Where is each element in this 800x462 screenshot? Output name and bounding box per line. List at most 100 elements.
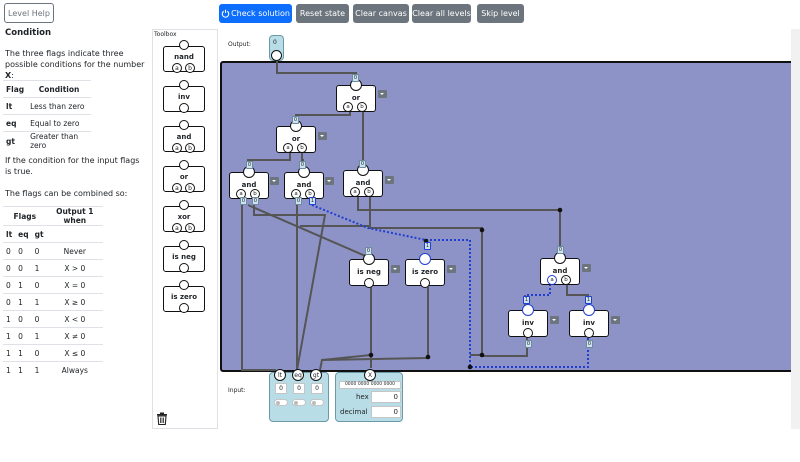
caret-down-icon[interactable] — [378, 90, 387, 98]
caret-down-icon[interactable] — [385, 176, 394, 184]
input-pin[interactable] — [364, 278, 374, 288]
condition-cell: Equal to zero — [27, 114, 91, 132]
caret-down-icon[interactable] — [550, 316, 559, 324]
lt-toggle[interactable] — [274, 399, 288, 406]
output-pin[interactable] — [179, 120, 189, 130]
input-pin[interactable] — [179, 103, 189, 113]
gate-output-pin[interactable] — [522, 304, 534, 316]
gate-is-zero[interactable]: is zero — [405, 253, 445, 288]
input-pin-b[interactable]: b — [364, 187, 374, 197]
gate-label: and — [552, 267, 568, 275]
output-pin[interactable] — [179, 40, 189, 50]
wire-value-badge: 0 — [295, 197, 302, 205]
level-help-button[interactable]: Level Help — [4, 3, 54, 23]
output-pin[interactable] — [179, 280, 189, 290]
output-pin[interactable] — [179, 160, 189, 170]
input-pin-a[interactable]: a — [350, 187, 360, 197]
gate-or[interactable]: or ' a b — [336, 79, 376, 112]
output-pin[interactable] — [179, 80, 189, 90]
caret-down-icon[interactable] — [611, 316, 620, 324]
gt-output-pin[interactable]: gt — [310, 369, 322, 381]
hex-input[interactable]: 0 — [371, 391, 401, 403]
clear-canvas-button[interactable]: Clear canvas — [353, 4, 409, 23]
reset-state-button[interactable]: Reset state — [296, 4, 349, 23]
input-pin-b[interactable]: b — [185, 183, 195, 193]
input-pin-a[interactable]: a — [172, 143, 182, 153]
toolbox-or-gate[interactable]: or a b — [163, 160, 205, 193]
skip-level-button[interactable]: Skip level — [477, 4, 524, 23]
toolbox-is-zero-gate[interactable]: is zero — [163, 280, 205, 313]
cell: 1 — [3, 344, 16, 362]
input-pin-a[interactable]: a — [172, 63, 182, 73]
input-pin[interactable] — [420, 278, 430, 288]
input-pin-b[interactable]: b — [297, 143, 307, 153]
gate-and[interactable]: and a b — [540, 252, 580, 285]
check-solution-button[interactable]: Check solution — [219, 4, 292, 23]
gate-label: or — [179, 173, 189, 181]
eq-output-pin[interactable]: eq — [292, 369, 304, 381]
flags-input-block: lt eq gt 0 0 0 — [269, 369, 329, 422]
input-pin[interactable] — [584, 328, 594, 338]
help-intro-var: X — [5, 71, 12, 80]
gate-and[interactable]: and a b — [229, 166, 269, 199]
decimal-label: decimal — [340, 408, 368, 416]
output-pin[interactable] — [179, 240, 189, 250]
cell: X ≠ 0 — [46, 327, 103, 345]
caret-down-icon[interactable] — [318, 132, 327, 140]
gate-inv[interactable]: inv — [569, 304, 609, 338]
decimal-input[interactable]: 0 — [371, 406, 401, 418]
input-pin-b[interactable]: b — [561, 275, 571, 285]
trash-icon[interactable] — [156, 412, 168, 425]
gate-inv[interactable]: inv — [508, 304, 548, 338]
input-pin-b[interactable]: b — [185, 63, 195, 73]
gt-toggle[interactable] — [310, 399, 324, 406]
vertical-scrollbar[interactable] — [791, 29, 800, 429]
wire-value-badge: 1 — [523, 296, 530, 304]
input-pin-a[interactable]: a — [172, 223, 182, 233]
x-output-pin[interactable]: X — [364, 369, 376, 381]
input-pin[interactable] — [179, 263, 189, 273]
gate-and[interactable]: and a b — [343, 164, 383, 197]
input-pin-a[interactable]: a — [547, 275, 557, 285]
input-pin-a[interactable]: a — [283, 143, 293, 153]
gate-label: or — [291, 135, 301, 143]
input-pin-b[interactable]: b — [357, 102, 367, 112]
input-pin-b[interactable]: b — [185, 143, 195, 153]
x-bits-display[interactable]: 0000 0000 0000 0000 — [339, 381, 401, 389]
wire-value-badge: 0 — [292, 116, 299, 124]
gate-output-pin[interactable] — [419, 253, 431, 265]
caret-down-icon[interactable] — [325, 177, 334, 185]
gate-is-neg[interactable]: is neg — [349, 253, 389, 288]
caret-down-icon[interactable] — [270, 177, 279, 185]
wire-value-badge: 0 — [359, 160, 366, 168]
output-block: 0 — [269, 35, 284, 61]
toolbox-inv-gate[interactable]: inv — [163, 80, 205, 113]
gate-output-pin[interactable] — [583, 304, 595, 316]
gate-and[interactable]: and a b — [284, 166, 324, 199]
gate-label: is zero — [170, 293, 198, 301]
output-pin[interactable] — [179, 200, 189, 210]
input-pin-b[interactable]: b — [185, 223, 195, 233]
caret-down-icon[interactable] — [447, 265, 456, 273]
output-input-pin[interactable] — [271, 50, 282, 61]
cell: 0 — [31, 344, 47, 362]
eq-toggle[interactable] — [292, 399, 306, 406]
clear-all-levels-button[interactable]: Clear all levels — [412, 4, 471, 23]
input-pin[interactable] — [179, 303, 189, 313]
toolbox-is-neg-gate[interactable]: is neg — [163, 240, 205, 273]
condition-cell: Less than zero — [27, 97, 91, 115]
input-pin-a[interactable]: a — [172, 183, 182, 193]
caret-down-icon[interactable] — [582, 264, 591, 272]
gate-or[interactable]: or a b — [276, 120, 316, 153]
toolbox-xor-gate[interactable]: xor a b — [163, 200, 205, 233]
input-pin-a[interactable]: a — [343, 102, 353, 112]
gate-label: inv — [522, 319, 534, 327]
cell: 0 — [3, 242, 16, 260]
input-pin[interactable] — [523, 328, 533, 338]
toolbox-nand-gate[interactable]: nand a b — [163, 40, 205, 73]
lt-output-pin[interactable]: lt — [274, 369, 286, 381]
toolbox-and-gate[interactable]: and a b — [163, 120, 205, 153]
caret-down-icon[interactable] — [391, 265, 400, 273]
